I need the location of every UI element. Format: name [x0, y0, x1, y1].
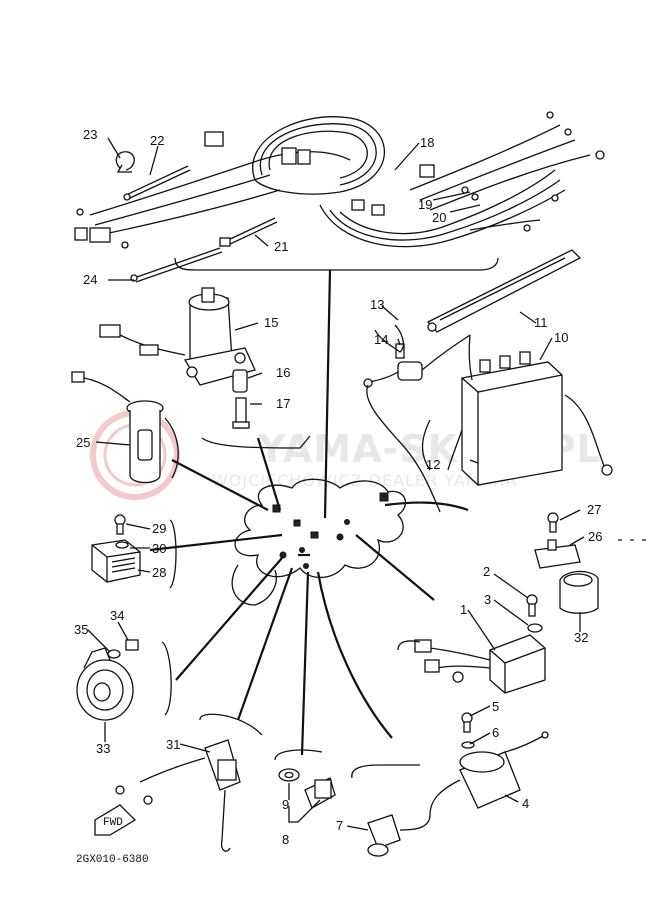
cdi-unit-1: [414, 634, 546, 694]
horn-33: [76, 647, 134, 721]
rectifier-26: [534, 539, 581, 569]
frame-outline: [231, 478, 407, 606]
callout-14: 14: [374, 332, 388, 347]
connector-icon: [89, 227, 111, 243]
callout-3: 3: [484, 592, 491, 607]
handlebar-switch-25: [71, 371, 179, 484]
callout-6: 6: [492, 725, 499, 740]
relay-28: [91, 539, 141, 583]
harness-group-bracket: [174, 257, 499, 271]
diagram-code: 2GX010-6380: [76, 854, 149, 866]
callout-31: 31: [166, 737, 180, 752]
callout-16: 16: [276, 365, 290, 380]
band-21: [219, 217, 278, 247]
callout-15: 15: [264, 315, 278, 330]
callout-4: 4: [522, 796, 529, 811]
leader-lines: [149, 269, 469, 756]
collar-16: [232, 369, 248, 393]
main-switch-15: [99, 287, 256, 386]
callout-19: 19: [418, 197, 432, 212]
bolt-2: [526, 594, 538, 617]
battery-group-leader: [366, 384, 441, 513]
breather-pipe-12: [447, 429, 463, 471]
callout-32: 32: [574, 630, 588, 645]
callout-23: 23: [83, 127, 97, 142]
switch-8: [304, 777, 336, 809]
washer-35: [107, 649, 121, 659]
callout-21: 21: [274, 239, 288, 254]
callout-33: 33: [96, 741, 110, 756]
callout-leaders: [87, 137, 585, 831]
screw-5: [461, 712, 473, 733]
callout-17: 17: [276, 396, 290, 411]
band-22: [123, 165, 191, 201]
washer-3: [527, 623, 543, 633]
plug-cap-7: [367, 814, 401, 857]
callout-7: 7: [336, 818, 343, 833]
screw-29: [114, 514, 126, 535]
callout-18: 18: [420, 135, 434, 150]
washer-9: [278, 768, 300, 782]
callout-35: 35: [74, 622, 88, 637]
callout-8: 8: [282, 832, 289, 847]
callout-30: 30: [152, 541, 166, 556]
callout-29: 29: [152, 521, 166, 536]
callout-5: 5: [492, 699, 499, 714]
relay-32: [559, 570, 599, 614]
battery-band-11: [426, 249, 582, 333]
callout-numbers: 23 22 18 19 20 21 24 13 14 11 10 15 16 1…: [74, 127, 602, 847]
callout-24: 24: [83, 272, 97, 287]
fwd-label: FWD: [103, 817, 123, 829]
plug-cap-31: [115, 739, 241, 852]
callout-1: 1: [460, 602, 467, 617]
callout-28: 28: [152, 565, 166, 580]
callout-9: 9: [282, 797, 289, 812]
callout-25: 25: [76, 435, 90, 450]
callout-20: 20: [432, 210, 446, 225]
key-icon: [201, 287, 215, 303]
callout-10: 10: [554, 330, 568, 345]
fuse-holder-13: [363, 324, 471, 388]
callout-26: 26: [588, 529, 602, 544]
callout-27: 27: [587, 502, 601, 517]
switch-group-bracket: [201, 435, 311, 449]
callout-11: 11: [534, 315, 548, 330]
callout-34: 34: [110, 608, 124, 623]
clamp-23: [115, 151, 135, 173]
ignition-coil-4: [399, 731, 549, 831]
bolt-34: [125, 639, 139, 651]
bolt-17: [232, 397, 250, 429]
washer-30: [115, 541, 129, 549]
screw-27: [547, 512, 559, 533]
wire-harness: [74, 111, 605, 249]
callout-2: 2: [483, 564, 490, 579]
callout-12: 12: [426, 457, 440, 472]
battery-10: [461, 334, 613, 486]
callout-22: 22: [150, 133, 164, 148]
forward-arrow-icon: FWD: [94, 804, 137, 836]
callout-13: 13: [370, 297, 384, 312]
